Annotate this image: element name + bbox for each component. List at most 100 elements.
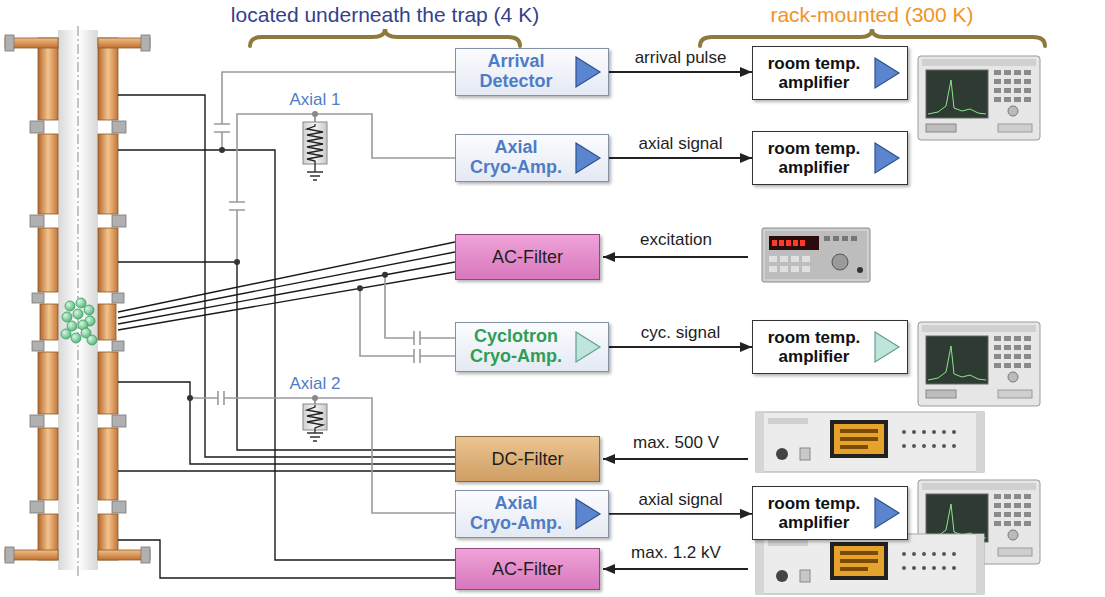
- text-column: room temp. amplifier: [761, 328, 867, 366]
- amplifier-symbol: [576, 499, 600, 529]
- heading-label: rack-mounted (300 K): [770, 3, 973, 27]
- amplifier-symbol: [873, 56, 901, 90]
- text-word: AC-Filter: [492, 247, 563, 267]
- text-column: AC-Filter: [492, 247, 563, 268]
- box-label: Axial Cryo-Amp.: [464, 138, 568, 178]
- penning-trap: [98, 228, 118, 292]
- penning-trap: [98, 428, 118, 500]
- bracket: [700, 29, 1045, 46]
- text-word: 2: [331, 374, 340, 393]
- text-word: (4: [494, 3, 513, 26]
- penning-trap: [98, 352, 118, 414]
- text-word: the: [417, 3, 446, 26]
- junction-dot: [234, 259, 240, 265]
- text-word: room: [768, 494, 811, 513]
- signal-wire: [190, 398, 455, 513]
- dc-wire: [118, 252, 455, 318]
- signal-label: axial signal: [638, 490, 722, 510]
- text-word: Axial: [289, 374, 326, 393]
- penning-trap: [5, 35, 14, 51]
- amplifier-symbol: [574, 141, 602, 175]
- penning-trap: [61, 329, 71, 339]
- function-generator: [842, 236, 848, 241]
- amplifier-box: Axial Cryo-Amp.: [455, 490, 609, 538]
- penning-trap: [73, 309, 83, 319]
- text-word: amplifier: [779, 73, 850, 92]
- box-label: AC-Filter: [492, 559, 563, 580]
- text-word: max.: [633, 433, 670, 452]
- dc-wire: [118, 382, 455, 464]
- text-word: max.: [631, 543, 668, 562]
- function-generator: [772, 240, 777, 246]
- text-word: amplifier: [779, 513, 850, 532]
- penning-trap: [112, 415, 126, 427]
- text-column: Axial Cryo-Amp.: [464, 138, 568, 178]
- voltage-label: max. 500 V: [633, 433, 719, 453]
- text-word: kV: [701, 543, 721, 562]
- amplifier-box: room temp. amplifier: [752, 46, 908, 100]
- penning-trap: [71, 333, 81, 343]
- text-word: temp.: [815, 54, 860, 73]
- penning-trap: [112, 121, 126, 133]
- amplifier-symbol: [574, 330, 602, 364]
- text-word: excitation: [640, 230, 712, 249]
- text-word: room: [768, 328, 811, 347]
- function-generator: [786, 240, 791, 246]
- signal-wire: [222, 72, 455, 150]
- junction-dot: [357, 285, 363, 291]
- function-generator: [765, 231, 867, 279]
- text-column: Arrival Detector: [464, 52, 568, 92]
- amplifier-symbol: [873, 330, 901, 364]
- box-label: room temp. amplifier: [761, 139, 867, 177]
- penning-trap: [98, 38, 118, 120]
- text-column: room temp. amplifier: [761, 139, 867, 177]
- function-generator: [780, 256, 788, 262]
- function-generator: [780, 266, 788, 272]
- penning-trap: [5, 547, 14, 563]
- penning-trap: [84, 305, 94, 315]
- resonator-coil: [307, 405, 323, 433]
- penning-trap: [112, 501, 126, 513]
- penning-trap: [5, 26, 150, 578]
- text-word: Cryo-Amp.: [470, 513, 562, 533]
- dc-wire: [118, 262, 455, 450]
- signal-wire: [414, 331, 420, 363]
- dc-wire: [118, 470, 455, 471]
- text-word: K): [953, 3, 974, 26]
- penning-trap: [32, 293, 44, 303]
- amplifier-symbol: [875, 332, 899, 362]
- text-word: underneath: [304, 3, 410, 26]
- bracket: [250, 29, 520, 46]
- text-word: axial: [638, 490, 673, 509]
- text-word: Axial: [289, 90, 326, 109]
- penning-trap: [38, 228, 58, 292]
- amplifier-box: Axial Cryo-Amp.: [455, 134, 609, 182]
- penning-trap: [112, 215, 126, 227]
- amplifier-box: room temp. amplifier: [752, 486, 908, 540]
- text-word: Cryo-Amp.: [470, 346, 562, 366]
- text-column: Axial Cryo-Amp.: [464, 494, 568, 534]
- signal-wire: [237, 114, 455, 262]
- box-label: room temp. amplifier: [761, 494, 867, 532]
- spectrum-analyzer: [918, 56, 1040, 564]
- signal-wire: [229, 202, 245, 210]
- signal-wire: [190, 72, 455, 513]
- text-word: temp.: [815, 494, 860, 513]
- text-word: trap: [452, 3, 488, 26]
- text-word: Cryo-Amp.: [470, 157, 562, 177]
- signal-arrow: [609, 513, 752, 515]
- function-generator: [802, 266, 810, 272]
- supply-arrow: [603, 458, 748, 460]
- text-word: located: [231, 3, 299, 26]
- text-column: room temp. amplifier: [761, 494, 867, 532]
- text-word: pulse: [686, 48, 727, 67]
- text-word: axial: [638, 134, 673, 153]
- penning-trap: [30, 415, 44, 427]
- junction-dot: [312, 111, 318, 117]
- penning-trap: [98, 134, 118, 214]
- amplifier-symbol: [576, 332, 600, 362]
- function-generator: [800, 240, 805, 246]
- amplifier-box: room temp. amplifier: [752, 320, 908, 374]
- text-word: signal: [678, 134, 722, 153]
- junction-dot: [382, 272, 388, 278]
